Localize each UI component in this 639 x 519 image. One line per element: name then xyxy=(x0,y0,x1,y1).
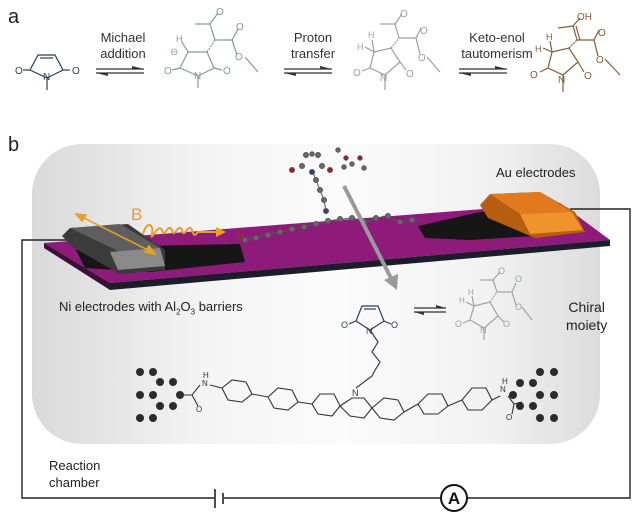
step-label-michael-addition: Michael addition xyxy=(88,30,158,62)
atom-h: H xyxy=(357,42,364,52)
circuit-wire xyxy=(21,208,631,499)
atom-o: O xyxy=(72,66,80,77)
atom-o: O xyxy=(236,22,244,33)
ammeter-label: A xyxy=(448,489,460,508)
atom-oh: OH xyxy=(577,12,592,23)
atom-o: O xyxy=(216,7,224,18)
chiral-label-line2: moiety xyxy=(566,317,608,333)
ni-label-text: barriers xyxy=(195,299,243,314)
atom-o: O xyxy=(515,274,522,284)
atom-n: N xyxy=(380,73,387,84)
ni-label-text: O xyxy=(180,299,191,314)
atom-o: O xyxy=(353,68,361,79)
step-label-line1: Michael xyxy=(100,30,146,45)
reaction-pointer-arrow xyxy=(342,185,398,290)
atom-o: O xyxy=(418,53,426,64)
atom-o: O xyxy=(235,52,243,63)
step-label-line2: addition xyxy=(100,46,146,61)
atom-o: O xyxy=(196,405,202,414)
atom-o: O xyxy=(530,70,538,81)
molecule-maleimide-linker: O O N xyxy=(341,305,398,377)
reaction-chamber-label: Reaction chamber xyxy=(49,457,100,491)
reaction-scheme: O O N H ⊖ O O N O O O xyxy=(15,7,621,92)
atom-o: O xyxy=(164,66,172,77)
molecular-backbone: O N H N N H O xyxy=(136,368,558,422)
spin-helix-icon xyxy=(142,224,226,238)
atom-o: O xyxy=(598,28,606,39)
step-label-keto-enol: Keto-enol tautomerism xyxy=(452,30,542,62)
atom-n: N xyxy=(500,385,506,394)
atom-o: O xyxy=(506,413,512,422)
molecule-chiral-moiety: H H O O N O O O xyxy=(455,266,533,340)
atom-o: O xyxy=(596,55,604,66)
ni-electrodes-label: Ni electrodes with Al2O3 barriers xyxy=(59,298,243,321)
atom-n: N xyxy=(480,325,487,335)
atom-h: H xyxy=(203,371,209,380)
equilibrium-arrow xyxy=(414,305,446,315)
panel-b-label: b xyxy=(8,134,20,156)
molecule-maleimide: O O N xyxy=(15,54,80,90)
atom-o: O xyxy=(420,26,428,37)
magnetic-field-arrow xyxy=(74,213,157,256)
au-electrode xyxy=(480,192,585,238)
ammeter-symbol[interactable]: A xyxy=(440,484,468,512)
step-label-line2: transfer xyxy=(290,46,336,61)
atom-n: N xyxy=(43,72,50,83)
atom-o: O xyxy=(503,319,510,329)
atom-n: N xyxy=(366,326,373,336)
atom-h: H xyxy=(368,30,375,40)
au-electrodes-label: Au electrodes xyxy=(496,165,576,180)
graphene-cluster-right xyxy=(509,368,558,422)
chamber-label-line1: Reaction xyxy=(49,458,101,473)
step-label-line1: Proton xyxy=(293,30,333,45)
molecule-keto-adduct: H H O O N O O O xyxy=(353,9,441,90)
molecular-bridge xyxy=(237,147,419,243)
panel-a-label: a xyxy=(8,6,20,28)
chamber-label-line2: chamber xyxy=(49,475,100,490)
atom-h: H xyxy=(502,377,508,386)
battery-symbol xyxy=(214,489,224,508)
graphene-cluster-left xyxy=(136,368,184,422)
atom-o: O xyxy=(223,66,231,77)
ni-label-text: Ni electrodes with Al xyxy=(59,299,177,314)
atom-n: N xyxy=(194,71,201,82)
chiral-label-line1: Chiral xyxy=(568,299,605,315)
field-label-b: B xyxy=(131,205,142,224)
ni-label-sub: 2 xyxy=(176,307,181,317)
atom-o: O xyxy=(341,320,348,330)
atom-h: H xyxy=(535,44,542,54)
atom-n: N xyxy=(202,379,208,388)
atom-h: H xyxy=(468,288,474,297)
molecule-enol-product: H H O O N OH O O xyxy=(530,12,621,92)
atom-o: O xyxy=(406,69,414,80)
molecule-enolate-intermediate: H ⊖ O O N O O O xyxy=(164,7,259,88)
negative-charge: ⊖ xyxy=(170,47,178,58)
step-label-line1: Keto-enol xyxy=(469,30,525,45)
atom-h: H xyxy=(546,32,553,42)
atom-o: O xyxy=(391,320,398,330)
atom-n: N xyxy=(352,388,359,398)
chiral-moiety-label: Chiral moiety xyxy=(566,298,607,334)
atom-o: O xyxy=(584,71,592,82)
atom-h: H xyxy=(459,296,465,305)
atom-h: H xyxy=(176,34,183,44)
atom-o: O xyxy=(455,319,462,329)
ni-label-sub: 3 xyxy=(190,307,196,317)
atom-o: O xyxy=(515,302,522,312)
atom-o: O xyxy=(498,266,505,276)
atom-n: N xyxy=(558,75,565,86)
step-label-proton-transfer: Proton transfer xyxy=(278,30,348,62)
step-label-line2: tautomerism xyxy=(461,46,533,61)
atom-o: O xyxy=(400,9,408,20)
atom-o: O xyxy=(15,66,23,77)
